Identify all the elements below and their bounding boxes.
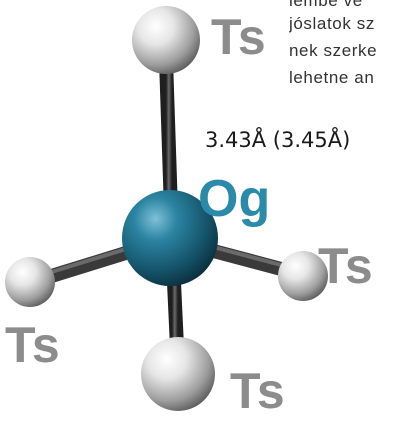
bond-length-label: 3.43Å (3.45Å) bbox=[205, 128, 351, 152]
ts-label-top: Ts bbox=[211, 9, 266, 65]
og-label: Og bbox=[198, 170, 271, 228]
ts-atom-top bbox=[132, 6, 200, 74]
ts-label-bottom: Ts bbox=[230, 363, 285, 419]
ts-label-right: Ts bbox=[318, 238, 373, 294]
body-text-line-3: nek szerke bbox=[289, 41, 378, 60]
ts-atom-right bbox=[278, 251, 328, 301]
body-text-line-4: lehetne an bbox=[289, 68, 375, 87]
body-text-line-1: lembe vé bbox=[289, 0, 363, 10]
ts-label-left: Ts bbox=[5, 317, 60, 373]
og-atom bbox=[122, 190, 218, 286]
ts-atom-left bbox=[5, 257, 55, 307]
ts-atom-bottom bbox=[141, 337, 215, 411]
body-text-line-2: jóslatok sz bbox=[289, 14, 375, 33]
